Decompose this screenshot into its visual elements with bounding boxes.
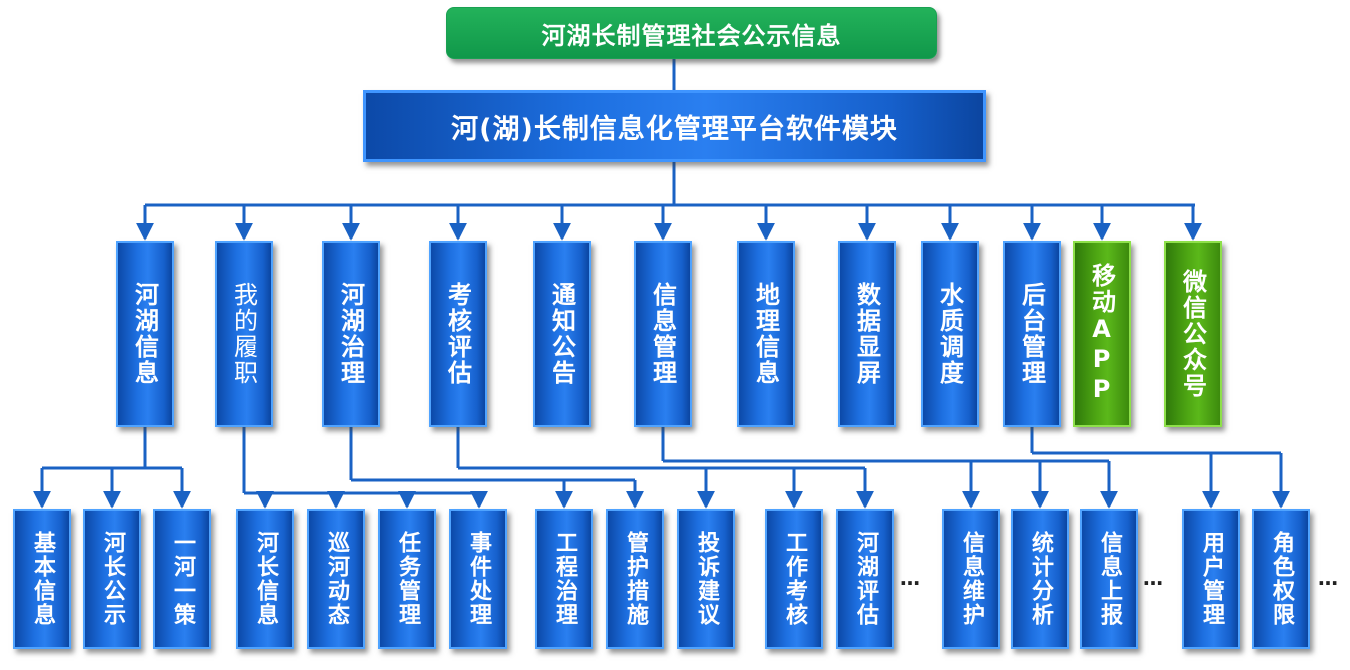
module-assessment: 考核评估 [429,241,487,427]
sub-chief-info: 河长信息 [236,509,294,649]
more-ellipsis: … [1143,566,1164,590]
module-wechat: 微信公众号 [1164,241,1222,427]
sub-chief-publicity: 河长公示 [83,509,141,649]
module-notice: 通知公告 [533,241,591,427]
sub-task-management: 任务管理 [378,509,436,649]
sub-statistics: 统计分析 [1011,509,1069,649]
sub-patrol: 巡河动态 [307,509,365,649]
module-geo-info: 地理信息 [737,241,795,427]
sub-one-river-one-policy: 一河一策 [153,509,211,649]
sub-engineering: 工程治理 [535,509,593,649]
module-data-screen: 数据显屏 [838,241,896,427]
sub-work-assessment: 工作考核 [765,509,823,649]
sub-info-report: 信息上报 [1080,509,1138,649]
sub-role-permission: 角色权限 [1252,509,1310,649]
module-backend: 后台管理 [1003,241,1061,427]
sub-river-evaluation: 河湖评估 [836,509,894,649]
sub-user-management: 用户管理 [1182,509,1240,649]
sub-complaints: 投诉建议 [677,509,735,649]
module-mobile-app: 移动APP [1073,241,1131,427]
top-title: 河湖长制管理社会公示信息 [446,7,937,59]
module-water-dispatch: 水质调度 [921,241,979,427]
module-my-duty: 我的履职 [215,241,273,427]
module-info-management: 信息管理 [634,241,692,427]
sub-event-handling: 事件处理 [449,509,507,649]
platform-title: 河(湖)长制信息化管理平台软件模块 [363,90,986,162]
sub-maintenance: 管护措施 [606,509,664,649]
module-river-governance: 河湖治理 [322,241,380,427]
sub-basic-info: 基本信息 [13,509,71,649]
more-ellipsis: … [1318,566,1339,590]
module-river-lake-info: 河湖信息 [116,241,174,427]
sub-info-maintenance: 信息维护 [942,509,1000,649]
more-ellipsis: … [900,566,921,590]
